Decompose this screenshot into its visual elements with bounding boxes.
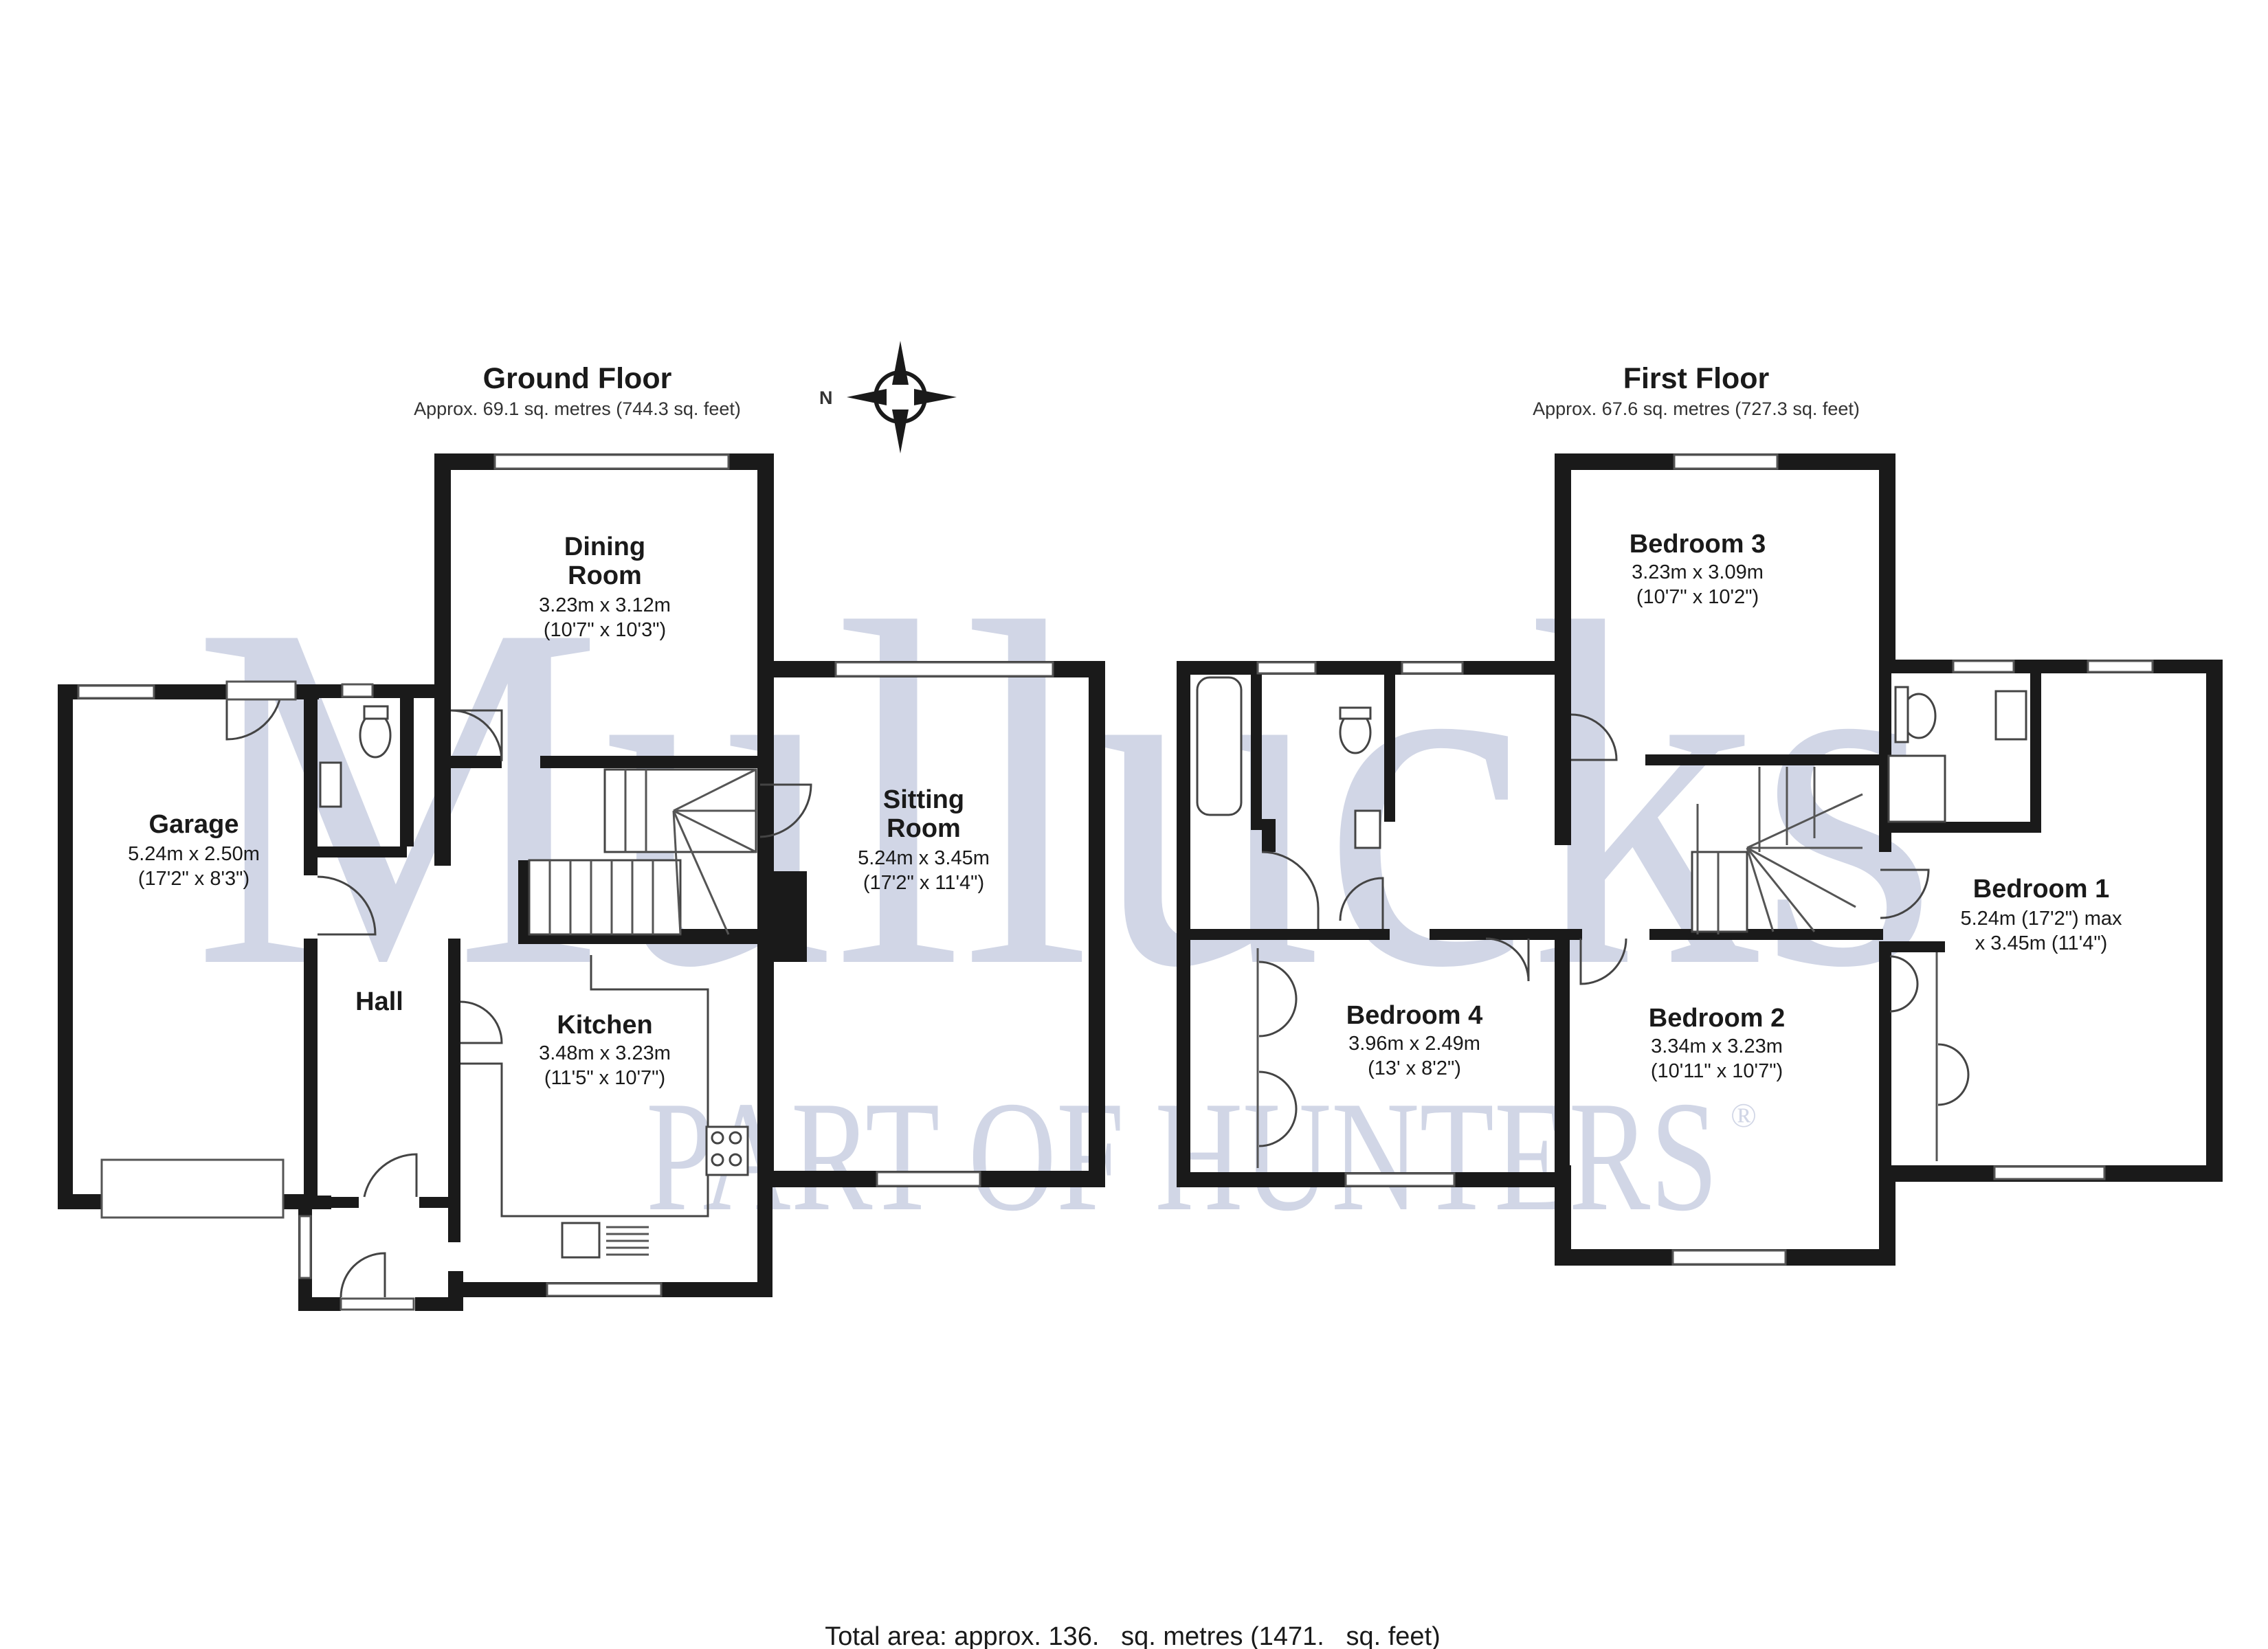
- first-floor-plan: [1177, 453, 2223, 1266]
- room-name: Kitchen: [557, 1011, 652, 1040]
- first-floor-title: First Floor: [1623, 362, 1770, 395]
- room-dimensions-imperial: (17'2" x 8'3"): [138, 868, 249, 890]
- watermark-registered-mark: ®: [1731, 1096, 1757, 1134]
- room-name: Room: [887, 814, 961, 843]
- room-dimensions-imperial: (17'2" x 11'4"): [863, 872, 984, 894]
- room-label-kitchen: Kitchen 3.48m x 3.23m (11'5" x 10'7"): [539, 1011, 671, 1089]
- ground-floor-area: Approx. 69.1 sq. metres (744.3 sq. feet): [414, 399, 741, 419]
- room-dimensions-metric: 3.23m x 3.12m: [539, 594, 671, 616]
- room-name: Garage: [149, 810, 239, 839]
- room-dimensions-metric: 5.24m (17'2") max: [1960, 908, 2122, 930]
- room-dimensions-imperial: (13' x 8'2"): [1368, 1057, 1461, 1079]
- room-dimensions-metric: 3.48m x 3.23m: [539, 1042, 671, 1064]
- room-label-hall: Hall: [355, 987, 403, 1016]
- compass-north-label: N: [819, 388, 833, 408]
- room-name: Bedroom 4: [1346, 1001, 1482, 1030]
- room-label-bedroom-3: Bedroom 3 3.23m x 3.09m (10'7" x 10'2"): [1630, 530, 1766, 608]
- room-dimensions-metric: 3.34m x 3.23m: [1651, 1035, 1783, 1057]
- room-dimensions-metric: 3.96m x 2.49m: [1348, 1033, 1480, 1055]
- first-floor-area: Approx. 67.6 sq. metres (727.3 sq. feet): [1533, 399, 1860, 419]
- ground-floor-plan: [58, 453, 1105, 1311]
- room-name: Dining: [564, 532, 645, 561]
- room-dimensions-imperial: (11'5" x 10'7"): [544, 1067, 665, 1089]
- room-name: Room: [568, 561, 642, 590]
- room-name: Bedroom 1: [1973, 875, 2109, 904]
- room-label-bedroom-2: Bedroom 2 3.34m x 3.23m (10'11" x 10'7"): [1649, 1004, 1785, 1082]
- room-label-bedroom-4: Bedroom 4 3.96m x 2.49m (13' x 8'2"): [1346, 1001, 1482, 1079]
- room-name: Hall: [355, 987, 403, 1016]
- room-dimensions-imperial: (10'7" x 10'3"): [544, 619, 666, 641]
- room-dimensions-imperial: (10'11" x 10'7"): [1651, 1060, 1783, 1082]
- room-name: Sitting: [883, 785, 964, 814]
- room-label-bedroom-1: Bedroom 1 5.24m (17'2") max x 3.45m (11'…: [1960, 875, 2122, 954]
- room-dimensions-metric: 5.24m x 3.45m: [858, 847, 990, 869]
- room-dimensions-metric: 3.23m x 3.09m: [1632, 561, 1764, 583]
- ground-floor-title: Ground Floor: [483, 362, 672, 395]
- room-dimensions-metric: 5.24m x 2.50m: [128, 843, 260, 865]
- room-name: Bedroom 3: [1630, 530, 1766, 559]
- total-area: Total area: approx. 136. sq. metres (147…: [825, 1622, 1441, 1649]
- room-name: Bedroom 2: [1649, 1004, 1785, 1033]
- compass-icon: N: [819, 341, 957, 453]
- room-dimensions-imperial: x 3.45m (11'4"): [1975, 932, 2108, 954]
- room-dimensions-imperial: (10'7" x 10'2"): [1636, 586, 1759, 608]
- room-label-sitting: Sitting Room 5.24m x 3.45m (17'2" x 11'4…: [858, 785, 990, 894]
- watermark-main: Mullucks: [192, 521, 1938, 1069]
- room-label-garage: Garage 5.24m x 2.50m (17'2" x 8'3"): [128, 810, 260, 890]
- room-label-dining: Dining Room 3.23m x 3.12m (10'7" x 10'3"…: [539, 532, 671, 641]
